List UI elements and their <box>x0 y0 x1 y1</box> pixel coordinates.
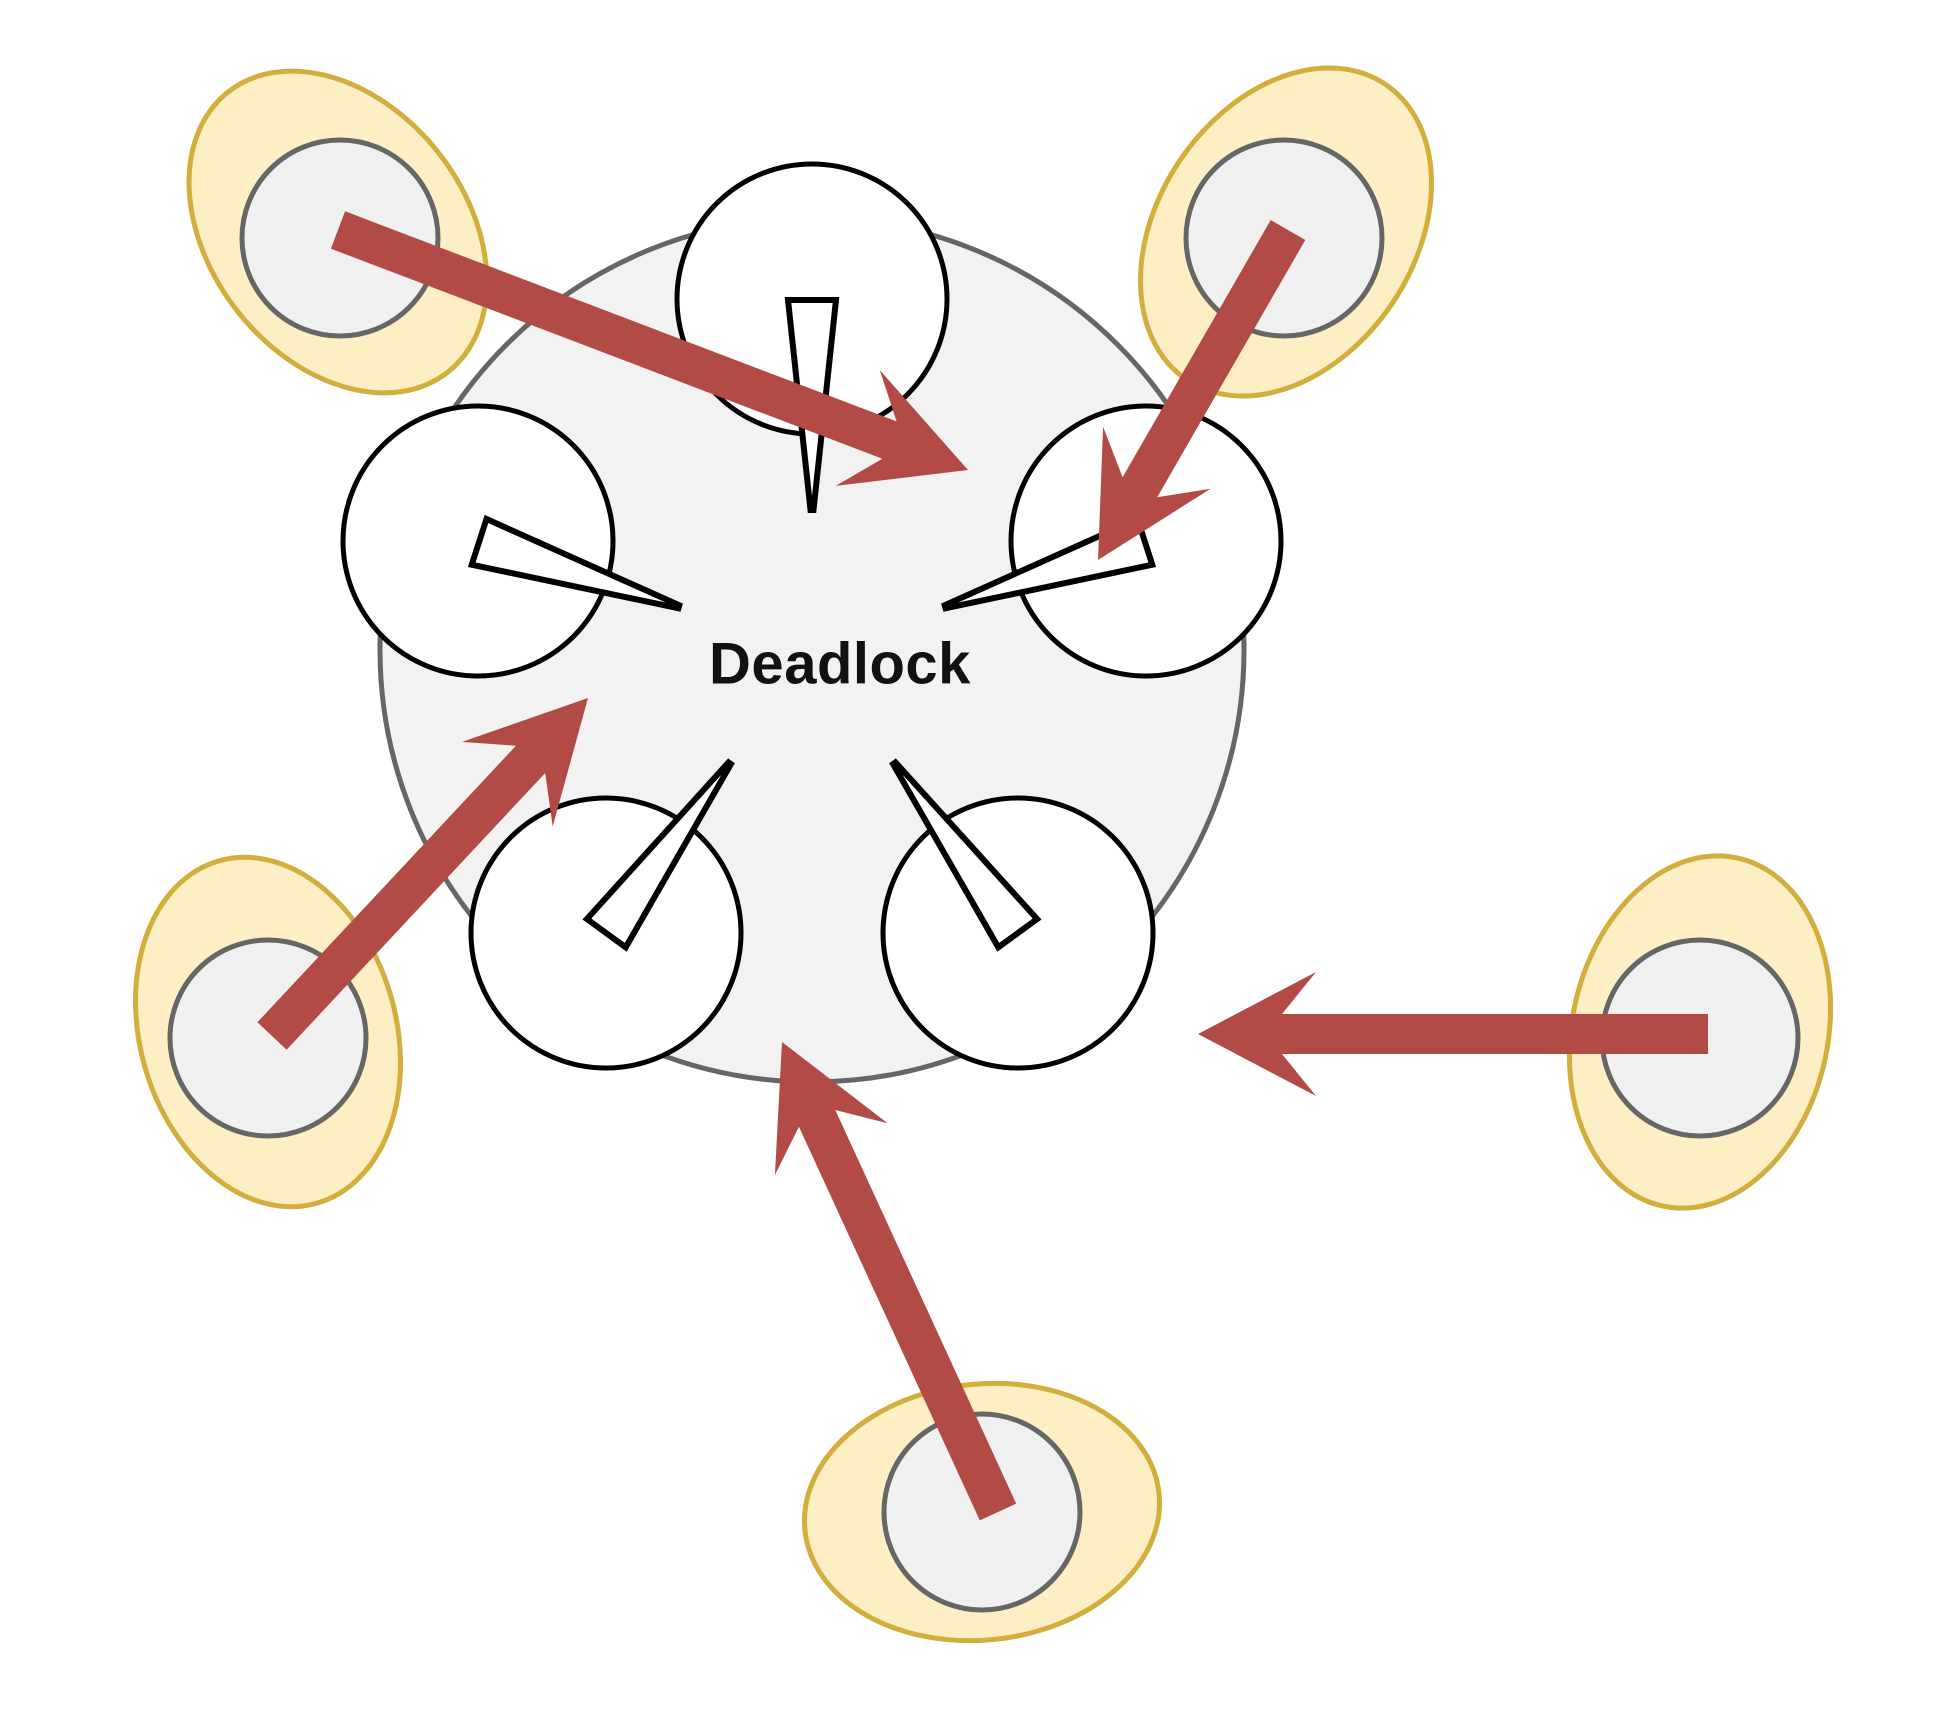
arrow-philosopher-right-to-fork <box>1198 972 1708 1096</box>
fork-lower-left[interactable] <box>582 758 735 952</box>
arrow-philosopher-bottom-to-fork <box>774 1042 1017 1521</box>
arrow-philosopher-left-to-fork <box>257 698 588 1050</box>
arrow-philosopher-top-left-to-fork <box>330 211 968 486</box>
page-title: Deadlock <box>709 631 971 696</box>
arrows-layer <box>257 211 1708 1521</box>
fork-lower-right[interactable] <box>889 758 1042 952</box>
fork-upper-left[interactable] <box>467 514 683 612</box>
arrow-philosopher-top-right-to-fork <box>1098 220 1306 560</box>
